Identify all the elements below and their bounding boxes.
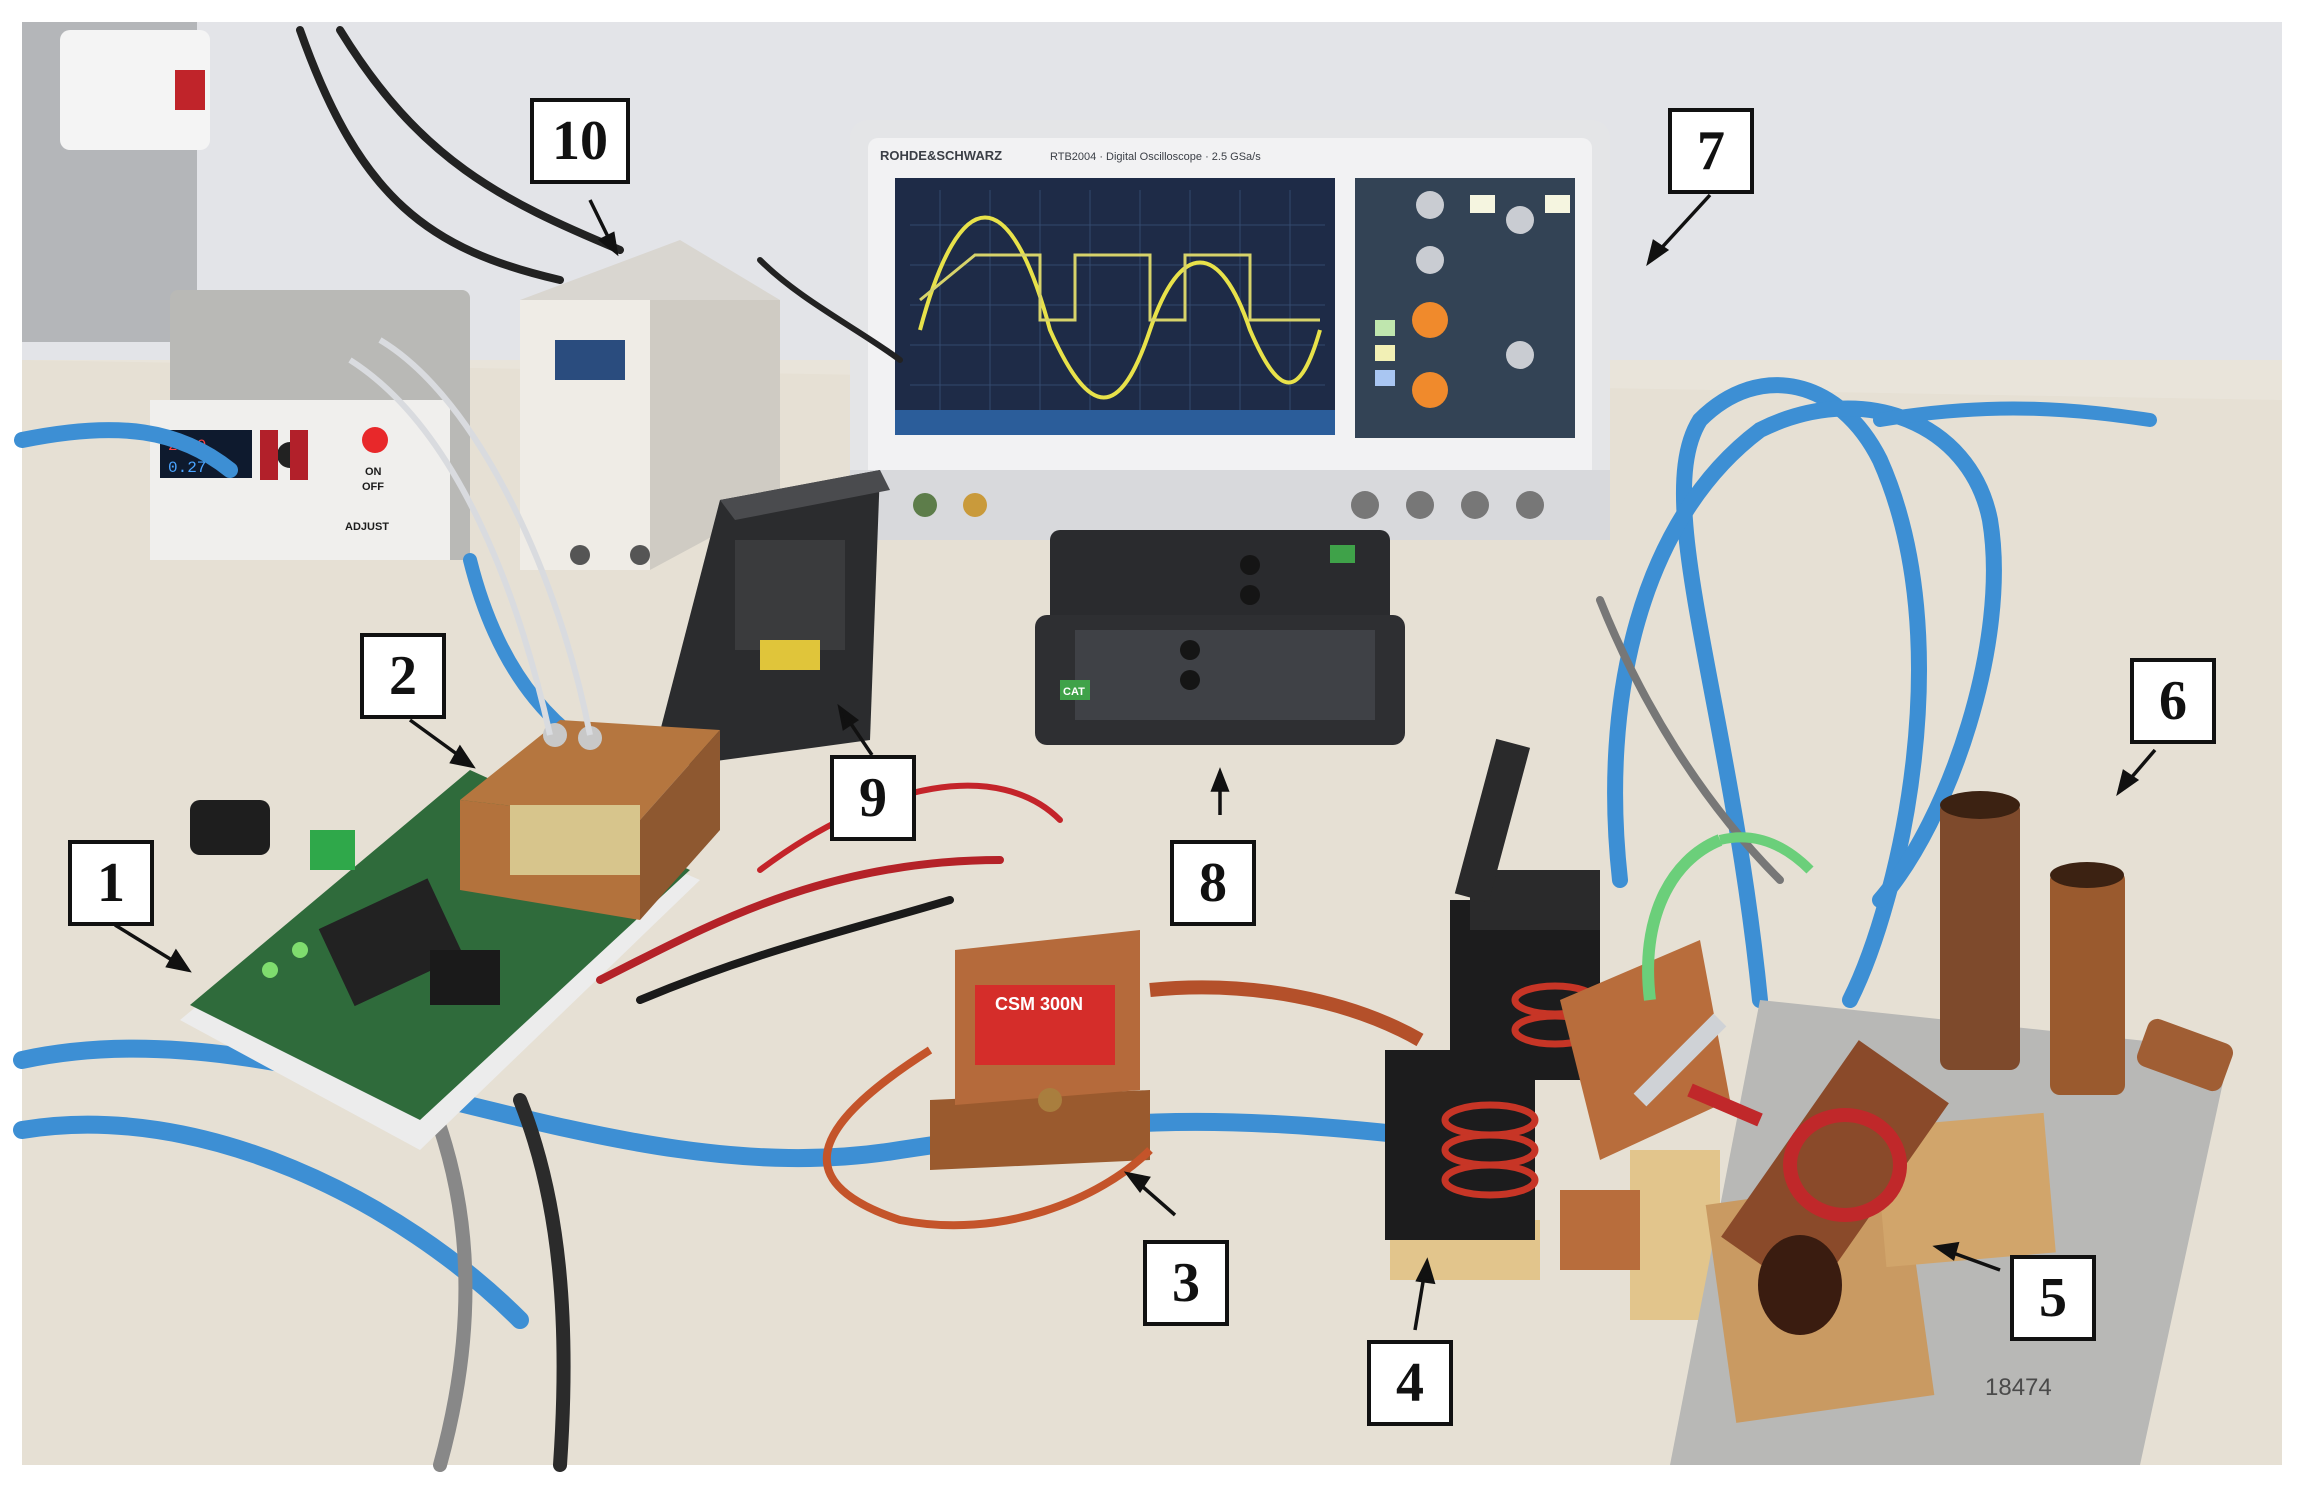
scope-waveform-sine	[918, 215, 1322, 400]
differential-probes: CAT	[1035, 530, 1405, 745]
callout-9: 9	[830, 755, 916, 841]
supply-on-label: ON	[365, 466, 382, 478]
callout-8: 8	[1170, 840, 1256, 926]
callout-arrows	[114, 193, 2157, 1331]
resonant-capacitor: CSM 300N	[822, 930, 1424, 1230]
capacitor-label: CSM 300N	[995, 994, 1083, 1014]
supply-adjust-label: ADJUST	[345, 521, 389, 533]
supply-current-display: 0.27	[168, 459, 206, 477]
scope-waveform-square	[919, 253, 1320, 322]
induction-coil-workpiece: 18474	[1670, 791, 2234, 1465]
copper-busbar	[1560, 832, 1814, 1320]
callout-3: 3	[1143, 1240, 1229, 1326]
callout-2: 2	[360, 633, 446, 719]
matching-transformer	[1385, 738, 1600, 1280]
scope-model: RTB2004 · Digital Oscilloscope · 2.5 GSa…	[1050, 151, 1261, 163]
oscilloscope: ROHDE&SCHWARZ RTB2004 · Digital Oscillos…	[850, 120, 1610, 540]
scope-control-panel	[1355, 178, 1575, 438]
probe-badge: CAT	[1063, 686, 1085, 698]
callout-5: 5	[2010, 1255, 2096, 1341]
current-probe-amplifier	[650, 470, 890, 770]
callout-7: 7	[1668, 108, 1754, 194]
cooling-block-transistors	[348, 337, 720, 920]
callout-1: 1	[68, 840, 154, 926]
callout-6: 6	[2130, 658, 2216, 744]
scope-brand: ROHDE&SCHWARZ	[880, 148, 1002, 163]
callout-10: 10	[530, 98, 630, 184]
callout-4: 4	[1367, 1340, 1453, 1426]
supply-off-label: OFF	[362, 481, 384, 493]
workpiece-tag: 18474	[1985, 1374, 2052, 1401]
